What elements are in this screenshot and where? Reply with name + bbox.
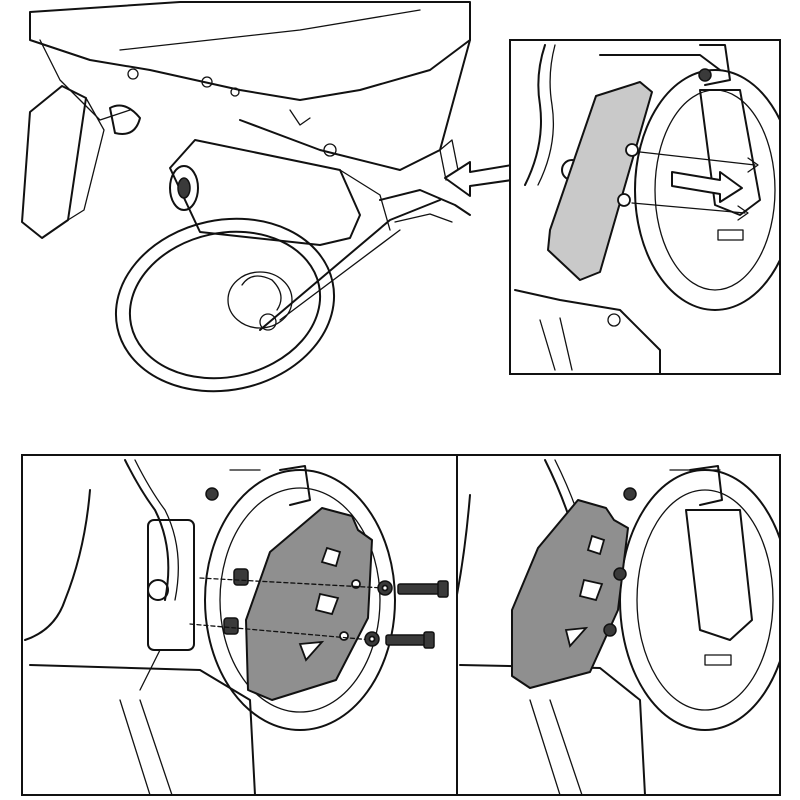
step-installed-panel [456,454,781,796]
spacer-icon [233,568,249,586]
seat-tail [29,1,471,135]
guard-plate-icon [547,81,653,281]
step-exploded-panel [21,454,458,796]
overview-motorcycle [21,1,471,393]
rear-wheel [114,217,336,393]
master-cylinder [139,519,195,691]
frame-swingarm [239,39,471,331]
hardware-set [364,580,449,649]
bolt-icon [397,583,441,595]
guard-plate-icon [245,507,373,701]
detail-panel-top [509,39,781,375]
license-plate [21,85,105,239]
exhaust-muffler [169,139,391,246]
pointer-arrow [444,161,513,197]
